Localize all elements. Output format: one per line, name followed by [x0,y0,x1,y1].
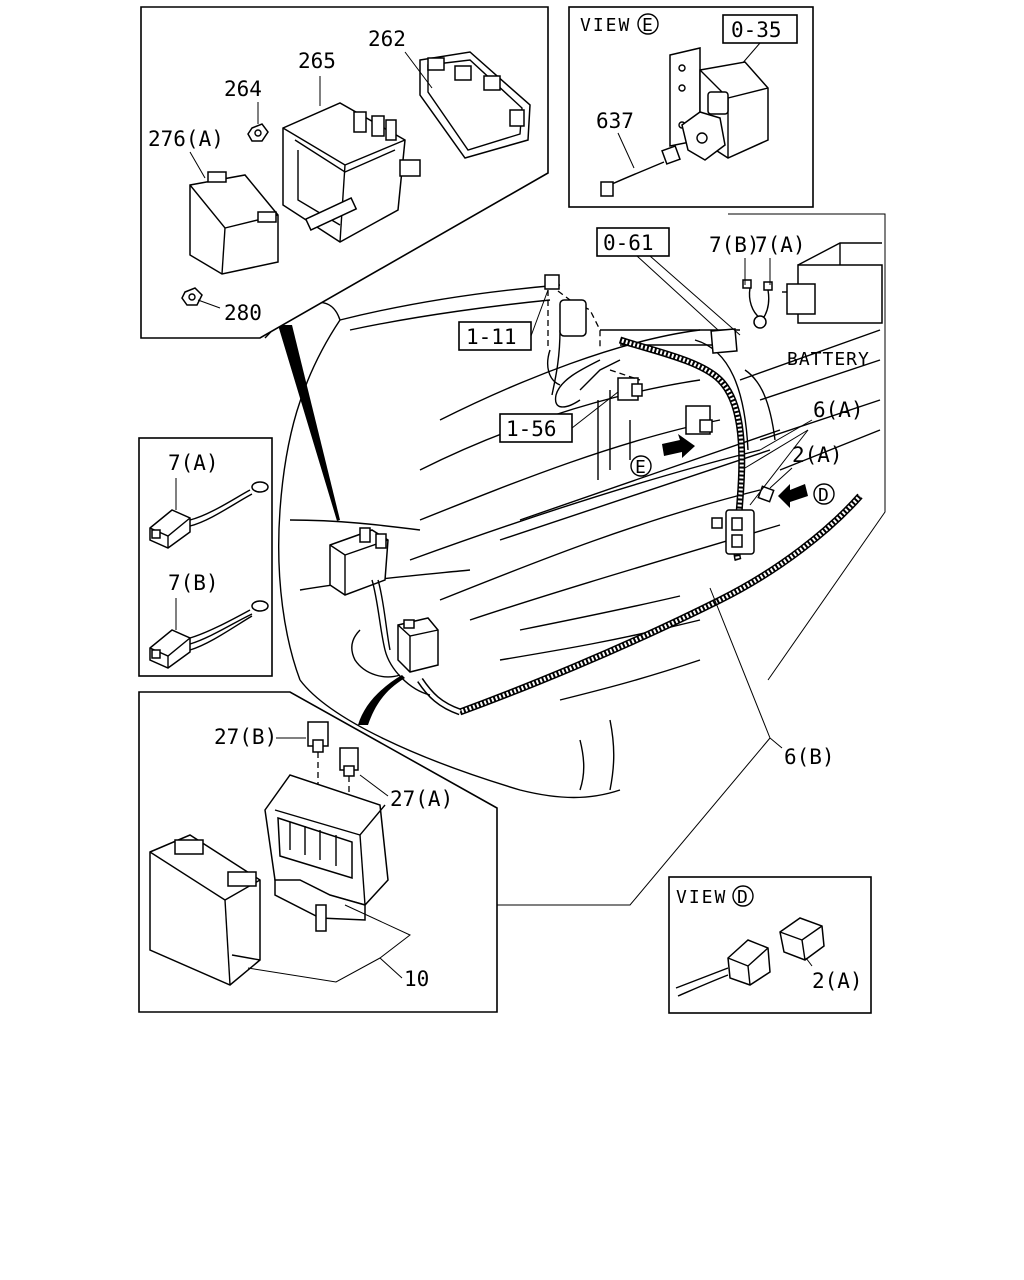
inset-abs-module: 262 265 264 276(A) 280 [140,6,549,339]
view-e-letter-circle [637,13,659,35]
view-e-arrow [662,434,695,458]
abs-module-mounted [329,527,431,696]
connector-bracket-1-11 [544,274,601,386]
view-d-letter: D [737,887,748,908]
callout-7b-top: 7(B) [709,233,760,257]
callout-6a: 6(A) [813,398,864,422]
arrow-d-letter: D [818,485,829,506]
arrow-e-circle [630,455,652,477]
ref-box-1-56 [499,413,573,443]
battery-assembly [742,242,883,329]
connector-bracket-1-56 [609,369,643,401]
ref-0-61: 0-61 [603,231,654,255]
view-d-arrow [778,484,808,508]
harness-junction-connectors [711,485,775,555]
main-callouts: 0-61 7(B) 7(A) BATTERY 1-11 1-56 6(A) 2(… [458,213,886,906]
view-e-title: VIEW [580,15,631,36]
callout-280: 280 [224,301,262,325]
part-0-61-pad [710,328,738,354]
view-d-title: VIEW [676,887,727,908]
callout-7a-left: 7(A) [168,451,219,475]
callout-276a: 276(A) [148,127,224,151]
inset-ground-leads: 7(A) 7(B) [138,437,273,677]
inset-relay-box: 27(B) 27(A) 10 [138,691,498,1013]
callout-7a-top: 7(A) [755,233,806,257]
arrow-e-letter: E [635,457,646,478]
callout-27a: 27(A) [390,787,453,811]
callout-262: 262 [368,27,406,51]
callout-264: 264 [224,77,262,101]
callout-6b: 6(B) [784,745,835,769]
ref-1-11: 1-11 [466,325,517,349]
callout-10: 10 [404,967,429,991]
callout-7b-left: 7(B) [168,571,219,595]
callout-2a-view-d: 2(A) [812,969,863,993]
label-battery: BATTERY [787,349,870,370]
inset-view-e: VIEW E 0-35 637 [568,6,814,208]
callout-637: 637 [596,109,634,133]
inset-view-d: VIEW D 2(A) [668,876,872,1014]
callout-27b: 27(B) [214,725,277,749]
view-e-letter: E [642,15,653,36]
detail-leader-wedges [278,325,405,725]
ref-box-0-61 [596,227,670,257]
arrow-d-circle [813,483,835,505]
view-d-letter-circle [732,885,754,907]
fuse-relay-box-mounted [351,617,439,678]
ref-0-35: 0-35 [731,18,782,42]
connector-view-e-location [685,405,713,435]
callout-2a-main: 2(A) [792,443,843,467]
callout-265: 265 [298,49,336,73]
ref-1-56: 1-56 [506,417,557,441]
